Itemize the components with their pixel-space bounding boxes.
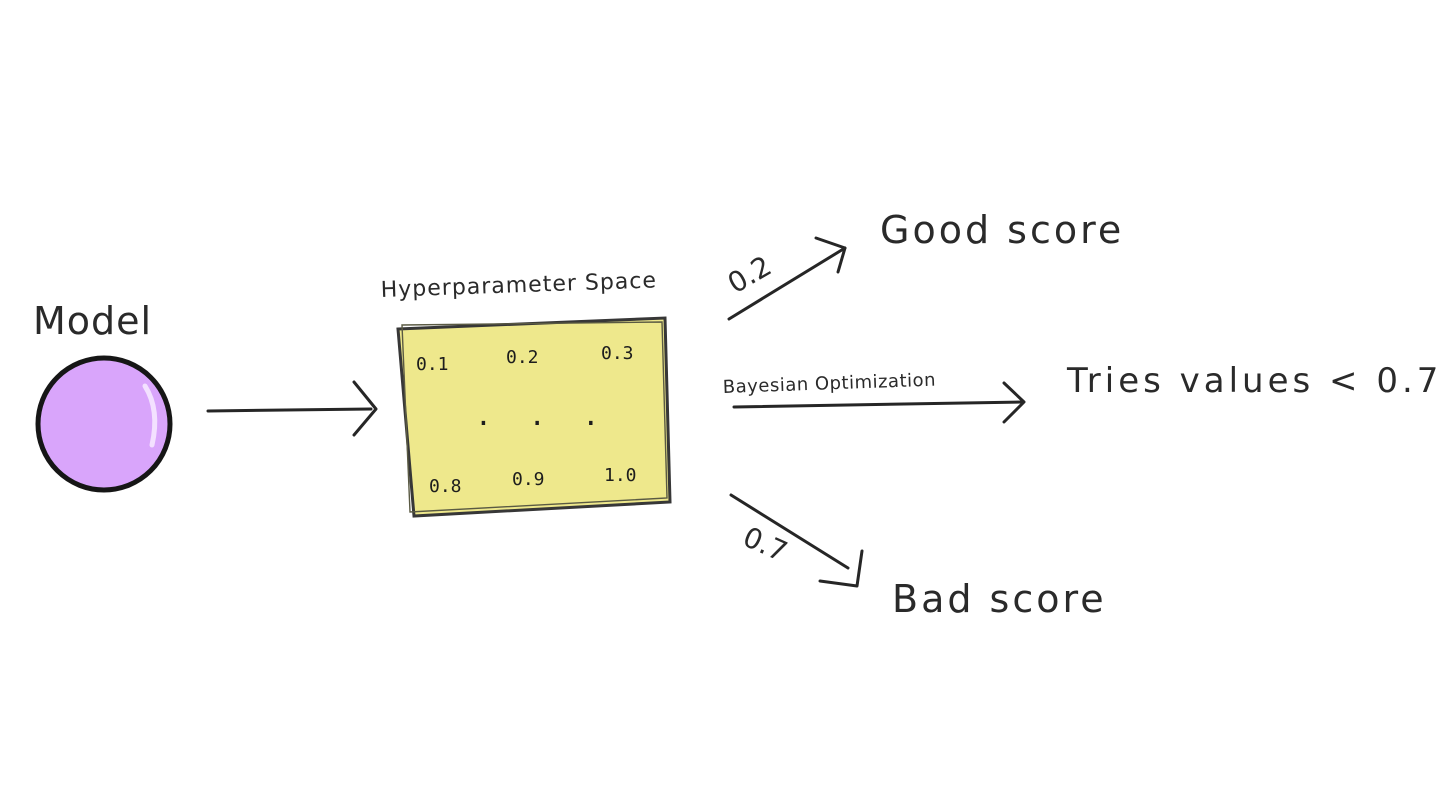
space-value-0-8: 0.8 — [429, 476, 462, 497]
model-to-space-arrow — [206, 380, 378, 437]
good-score-branch: 0.2 Good score — [722, 208, 1124, 321]
hyperparameter-space-box-outline — [401, 321, 668, 513]
model-label: Model — [33, 299, 152, 343]
hyperparameter-space-box — [396, 316, 672, 518]
model-node: Model — [33, 299, 173, 493]
model-highlight — [142, 383, 158, 448]
hyperparameter-space-title: Hyperparameter Space — [380, 268, 657, 303]
space-value-0-9: 0.9 — [512, 469, 545, 490]
bad-score-label: Bad score — [892, 577, 1107, 621]
bad-score-branch: 0.7 Bad score — [729, 493, 1107, 621]
hyperparameter-space: Hyperparameter Space 0.1 0.2 0.3 . . . 0… — [380, 268, 672, 518]
good-score-value: 0.2 — [722, 249, 777, 300]
space-value-0-1: 0.1 — [416, 354, 449, 375]
space-ellipsis: . . . — [475, 399, 609, 432]
space-value-0-2: 0.2 — [506, 347, 539, 368]
bayesian-label: Bayesian Optimization — [722, 370, 936, 398]
model-circle — [35, 355, 173, 493]
good-score-label: Good score — [880, 208, 1124, 252]
bayesian-result: Tries values < 0.7 — [1066, 361, 1442, 401]
space-value-0-3: 0.3 — [601, 343, 634, 364]
space-value-1-0: 1.0 — [604, 465, 637, 486]
bayesian-branch: Bayesian Optimization Tries values < 0.7 — [722, 361, 1442, 424]
